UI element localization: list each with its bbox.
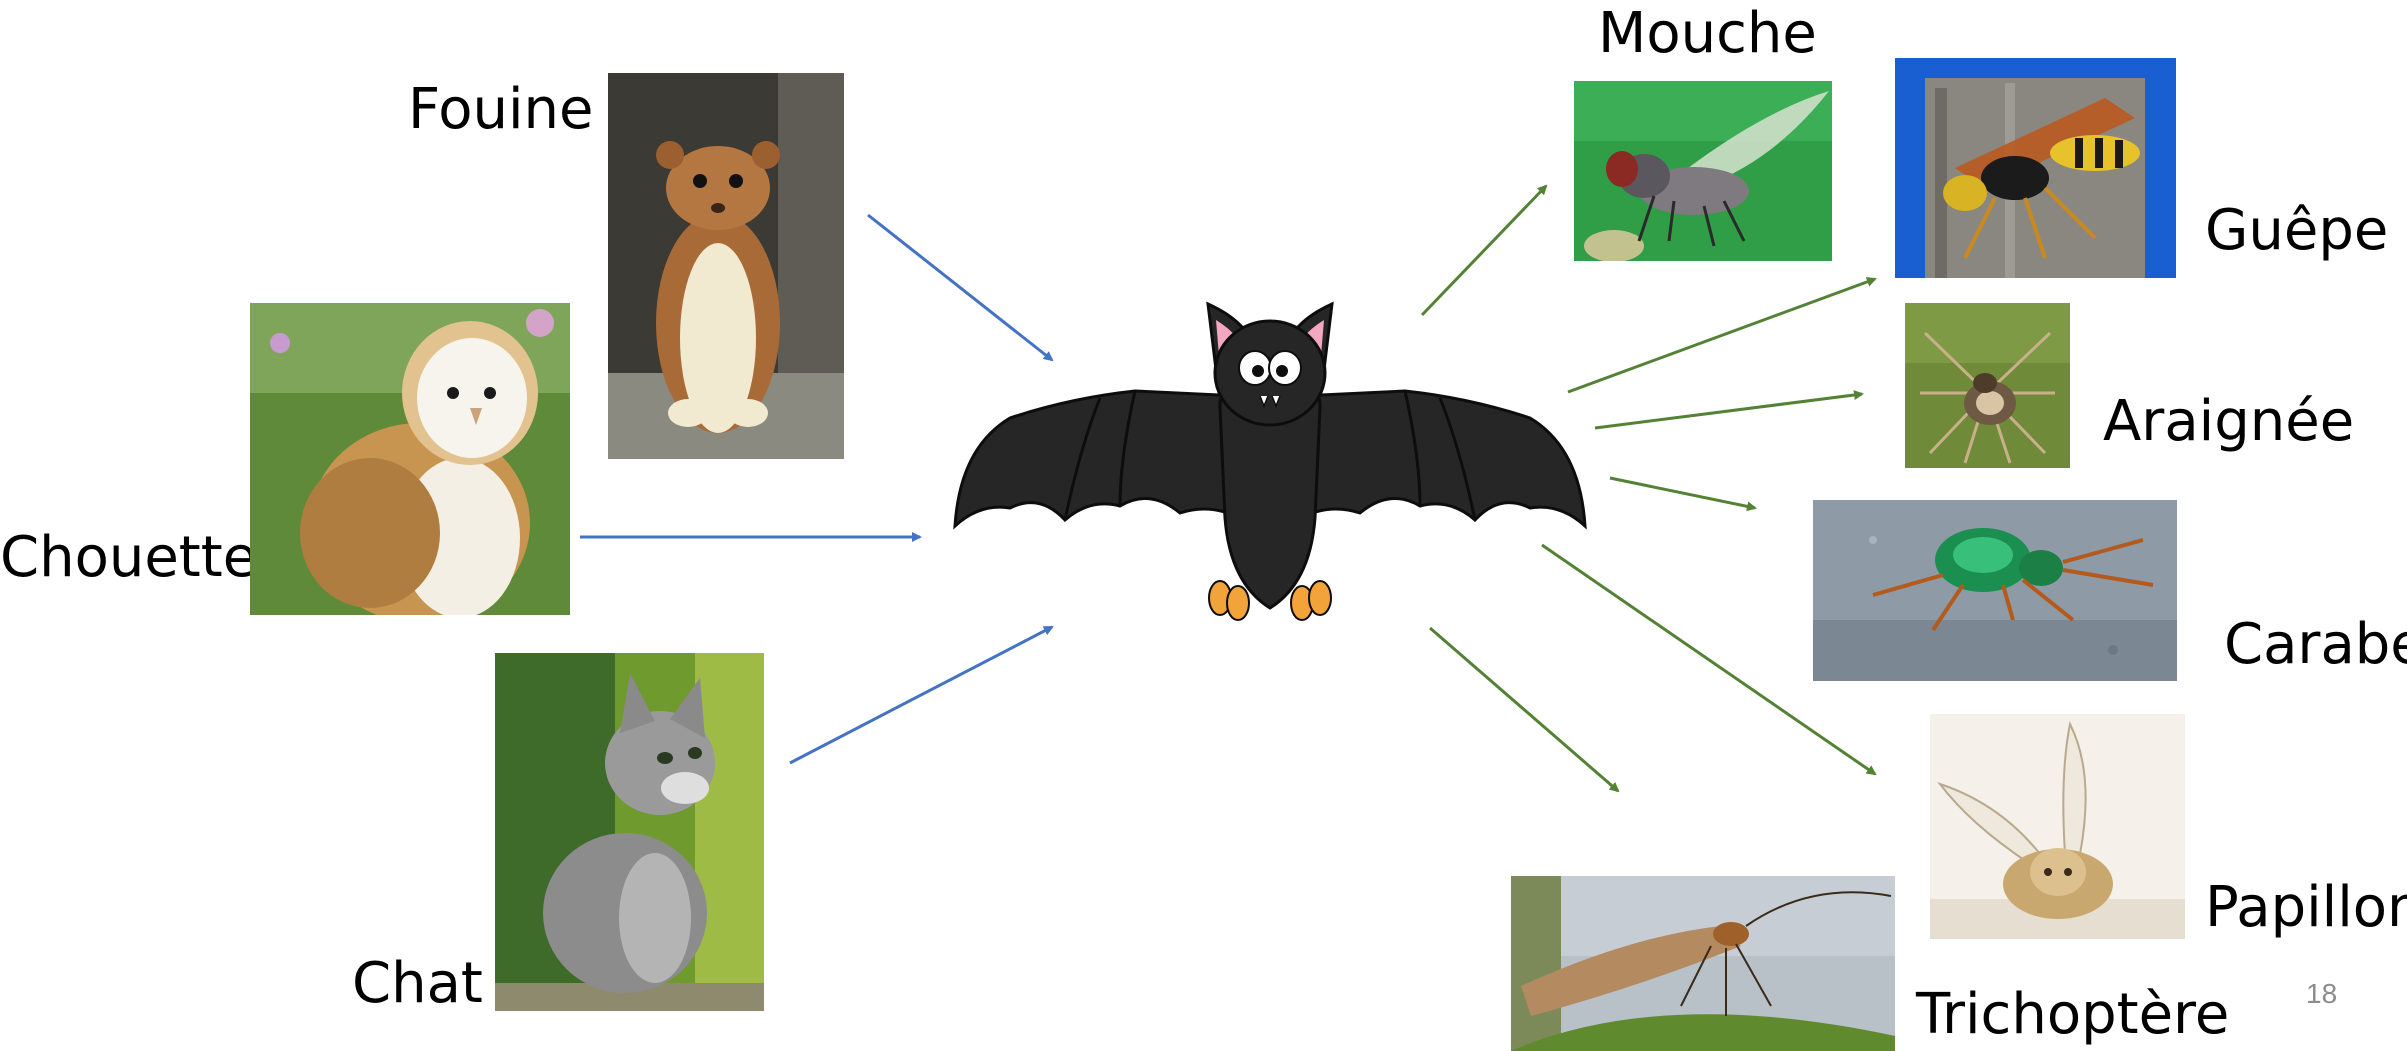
arrow-bat-to-araignee (1594, 390, 1864, 430)
label-carabe: Carabe (2224, 612, 2407, 677)
arrow-chat-to-bat (789, 625, 1054, 765)
label-fouine: Fouine (408, 77, 594, 142)
owl-icon (250, 303, 570, 615)
beetle-icon (1813, 500, 2177, 681)
photo-chouette (250, 303, 570, 615)
photo-chat (495, 653, 764, 1011)
bat-left-wing (953, 389, 1242, 530)
arrow-bat-to-carabe (1609, 476, 1757, 512)
arrow-fouine-to-bat (867, 213, 1054, 362)
cat-icon (495, 653, 764, 1011)
photo-trichoptere (1511, 876, 1895, 1051)
spider-icon (1905, 303, 2070, 468)
wasp-icon (1895, 58, 2176, 278)
moth-icon (1930, 714, 2185, 939)
photo-araignee (1905, 303, 2070, 468)
caddisfly-icon (1511, 876, 1895, 1051)
label-chouette: Chouette (0, 525, 258, 590)
photo-papillon (1930, 714, 2185, 939)
bat-illustration (953, 301, 1587, 621)
label-trichoptere: Trichoptère (1916, 982, 2230, 1047)
photo-carabe (1813, 500, 2177, 681)
label-papillon: Papillon (2205, 875, 2407, 940)
arrow-bat-to-trichoptere (1429, 626, 1620, 793)
fly-icon (1574, 81, 1832, 261)
weasel-icon (608, 73, 844, 459)
label-mouche: Mouche (1598, 1, 1817, 66)
photo-mouche (1574, 81, 1832, 261)
bat-right-wing (1298, 389, 1587, 530)
slide-number: 18 (2306, 978, 2338, 1009)
label-guepe: Guêpe (2205, 198, 2389, 263)
arrow-bat-to-papillon (1541, 543, 1877, 776)
label-araignee: Araignée (2103, 389, 2355, 454)
bat-feet (1208, 580, 1332, 621)
photo-guepe (1895, 58, 2176, 278)
label-chat: Chat (352, 951, 483, 1016)
photo-fouine (608, 73, 844, 459)
arrow-bat-to-mouche (1420, 184, 1548, 317)
arrow-bat-to-guepe (1567, 277, 1877, 394)
